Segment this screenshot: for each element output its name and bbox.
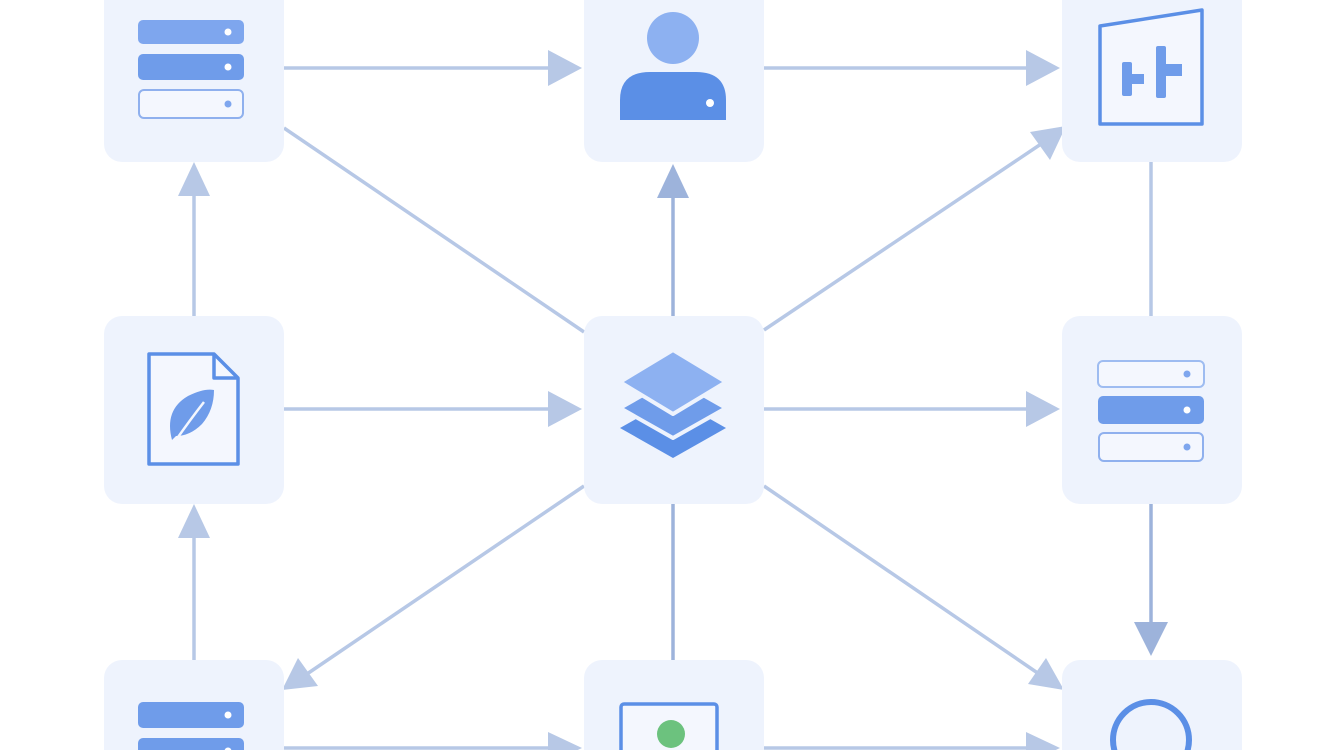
node-top-right[interactable] (1062, 0, 1242, 162)
server-stack-icon (1097, 360, 1205, 462)
arrowhead (1028, 658, 1064, 690)
arrowhead (548, 732, 582, 750)
arrowhead (548, 391, 582, 427)
edge-center-to-bottom-left (303, 484, 585, 678)
arrowhead (178, 162, 210, 196)
arrowhead (178, 504, 210, 538)
edges (178, 50, 1168, 750)
node-top-center[interactable] (584, 0, 764, 162)
arrowhead (1026, 391, 1060, 427)
arrowhead (282, 658, 318, 690)
node-mid-right[interactable] (1062, 316, 1242, 504)
arrowhead (1026, 50, 1060, 86)
arrowhead (1026, 732, 1060, 750)
edge-top-left-to-center (283, 126, 585, 334)
arrowhead (548, 50, 582, 86)
node-center[interactable] (584, 316, 764, 504)
node-bottom-left[interactable] (104, 660, 284, 750)
node-bottom-right[interactable] (1062, 660, 1242, 750)
edge-center-to-bottom-right (763, 484, 1043, 678)
arrowhead (1134, 622, 1168, 656)
arrowhead (657, 164, 689, 198)
arrowhead (1030, 126, 1066, 160)
node-bottom-center[interactable] (584, 660, 764, 750)
layers-icon (618, 348, 728, 458)
dashboard-panel-icon (1098, 8, 1204, 126)
server-stack-icon (138, 20, 244, 119)
search-circle-icon (1110, 699, 1192, 750)
server-stack-icon (138, 702, 244, 750)
node-top-left[interactable] (104, 0, 284, 162)
leaf-document-icon (147, 352, 240, 466)
edge-center-to-top-right (763, 140, 1045, 332)
node-mid-left[interactable] (104, 316, 284, 504)
monitor-icon (619, 702, 719, 750)
user-icon (620, 12, 726, 120)
